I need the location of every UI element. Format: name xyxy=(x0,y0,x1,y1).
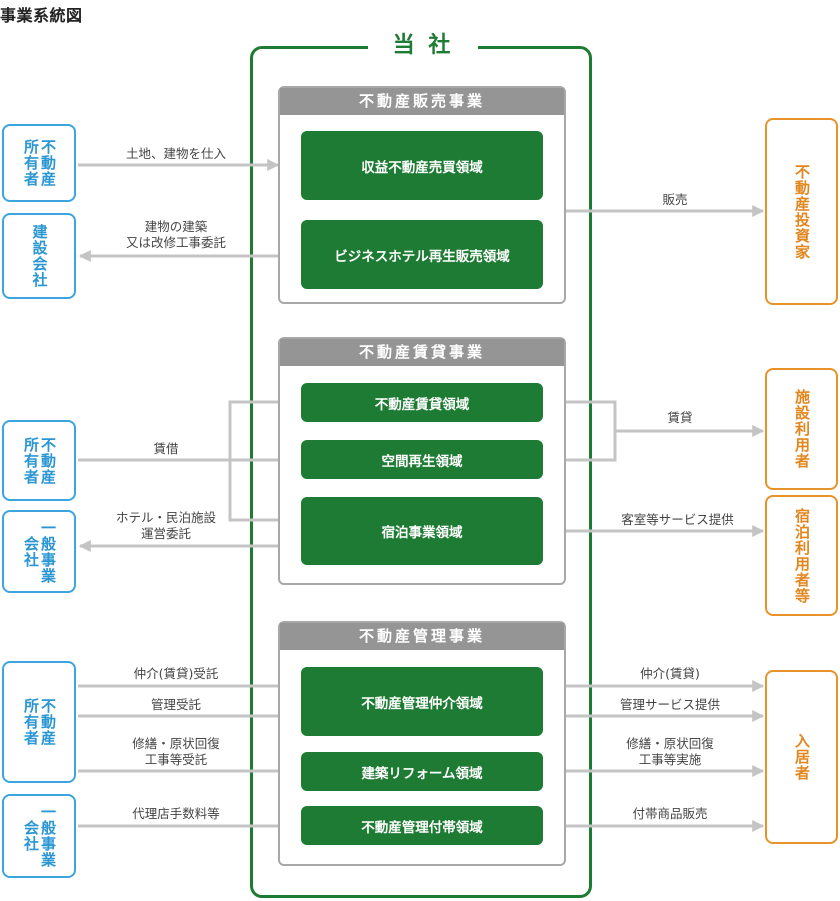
entity-owner-2-line-1: 不動産 xyxy=(39,436,57,485)
label-management-service: 管理サービス提供 xyxy=(619,697,720,712)
entity-facility-user-label: 施設利用者 xyxy=(793,389,811,469)
entity-general-2-line-2: 会社 xyxy=(22,820,40,852)
entity-general-company-1: 一般事業 会社 xyxy=(2,510,76,593)
section-management-header: 不動産管理事業 xyxy=(280,623,564,650)
label-management-in: 管理受託 xyxy=(150,697,201,712)
unit-lodging-business: 宿泊事業領域 xyxy=(301,497,543,565)
entity-general-2-line-1: 一般事業 xyxy=(39,804,57,868)
entity-construction-line-1: 建設会社 xyxy=(30,224,49,288)
page-title: 事業系統図 xyxy=(0,6,83,25)
entity-owner-1-line-2: 所有者 xyxy=(22,139,40,187)
entity-property-owner-1: 不動産 所有者 xyxy=(2,124,76,202)
entity-owner-3-line-2: 所有者 xyxy=(22,698,40,746)
section-leasing-header: 不動産賃貸事業 xyxy=(280,339,564,366)
unit-construction-reform: 建築リフォーム領域 xyxy=(301,752,543,791)
unit-management-brokerage: 不動産管理仲介領域 xyxy=(301,667,543,736)
unit-real-estate-leasing: 不動産賃貸領域 xyxy=(301,383,543,422)
arrow-to-lodging-unit xyxy=(228,460,301,526)
entity-owner-3-line-1: 不動産 xyxy=(39,698,57,746)
label-agency-fee: 代理店手数料等 xyxy=(132,806,220,821)
entity-owner-1-line-1: 不動産 xyxy=(39,139,57,187)
entity-investor-label: 不動産投資家 xyxy=(793,163,811,260)
label-incidental-sales: 付帯商品販売 xyxy=(632,806,708,821)
label-repair-in: 修繕・原状回復 工事等受託 xyxy=(132,736,220,767)
entity-lodging-user-label: 宿泊利用者等 xyxy=(793,507,811,604)
label-sale: 販売 xyxy=(662,192,688,207)
label-brokerage-out: 仲介(賃貸) xyxy=(640,666,700,681)
label-construction-order: 建物の建築 又は改修工事委託 xyxy=(125,219,226,250)
label-brokerage-in: 仲介(賃貸)受託 xyxy=(133,666,219,681)
entity-real-estate-investor: 不動産投資家 xyxy=(765,118,838,305)
arrow-to-leasing-unit xyxy=(228,396,301,460)
unit-income-property-trading: 収益不動産売買領域 xyxy=(301,131,543,200)
company-title: 当 社 xyxy=(368,30,478,62)
unit-management-incidental: 不動産管理付帯領域 xyxy=(301,806,543,845)
unit-space-regeneration: 空間再生領域 xyxy=(301,440,543,479)
entity-general-1-line-2: 会社 xyxy=(22,535,40,568)
entity-property-owner-2: 不動産 所有者 xyxy=(2,420,76,501)
entity-construction-company: 建設会社 xyxy=(2,213,76,299)
entity-general-company-2: 一般事業 会社 xyxy=(2,794,76,878)
entity-lodging-user: 宿泊利用者等 xyxy=(765,495,838,616)
entity-general-1-line-1: 一般事業 xyxy=(39,519,57,584)
entity-property-owner-3: 不動産 所有者 xyxy=(2,661,76,783)
entity-resident-label: 入居者 xyxy=(793,733,811,781)
entity-resident: 入居者 xyxy=(765,670,838,844)
entity-facility-user: 施設利用者 xyxy=(765,368,838,490)
unit-business-hotel-resale: ビジネスホテル再生販売領域 xyxy=(301,220,543,289)
label-land-purchase: 土地、建物を仕入 xyxy=(125,146,226,161)
label-repair-out: 修繕・原状回復 工事等実施 xyxy=(626,736,714,767)
entity-owner-2-line-2: 所有者 xyxy=(22,436,40,485)
label-hotel-management: ホテル・民泊施設 運営委託 xyxy=(115,510,216,541)
label-rent: 賃貸 xyxy=(667,410,693,425)
section-sales-header: 不動産販売事業 xyxy=(280,88,564,115)
label-borrowing: 賃借 xyxy=(153,441,179,456)
label-guest-service: 客室等サービス提供 xyxy=(621,512,734,527)
